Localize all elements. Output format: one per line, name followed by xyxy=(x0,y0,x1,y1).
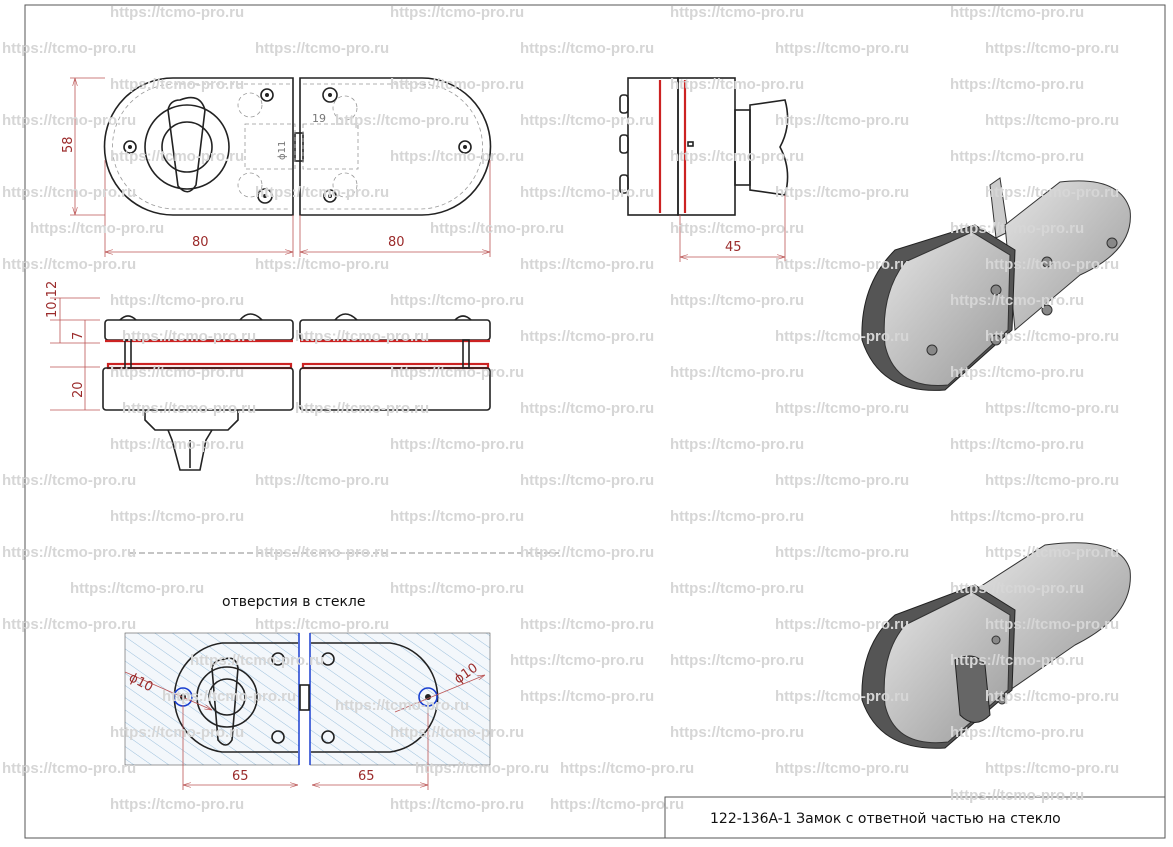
dim-body: 20 xyxy=(71,381,86,398)
dim-bolt-dia: ϕ11 xyxy=(277,141,288,160)
dim-right-offset: 65 xyxy=(358,769,375,784)
watermark-text: https://tcmo-pro.ru xyxy=(2,472,136,489)
watermark-text: https://tcmo-pro.ru xyxy=(775,400,909,417)
watermark-text: https://tcmo-pro.ru xyxy=(2,40,136,57)
watermark-text: https://tcmo-pro.ru xyxy=(670,580,804,597)
watermark-text: https://tcmo-pro.ru xyxy=(295,328,429,345)
watermark-text: https://tcmo-pro.ru xyxy=(390,364,524,381)
front-view: 10.12 7 20 xyxy=(45,281,491,471)
title-block: 122-136A-1 Замок с ответной частью на ст… xyxy=(664,796,1166,839)
watermark-text: https://tcmo-pro.ru xyxy=(110,796,244,813)
watermark-text: https://tcmo-pro.ru xyxy=(520,616,654,633)
watermark-text: https://tcmo-pro.ru xyxy=(775,112,909,129)
watermark-text: https://tcmo-pro.ru xyxy=(520,544,654,561)
dim-height: 58 xyxy=(61,136,76,153)
watermark-text: https://tcmo-pro.ru xyxy=(520,688,654,705)
watermark-text: https://tcmo-pro.ru xyxy=(560,760,694,777)
watermark-text: https://tcmo-pro.ru xyxy=(255,472,389,489)
watermark-text: https://tcmo-pro.ru xyxy=(390,436,524,453)
watermark-text: https://tcmo-pro.ru xyxy=(950,436,1084,453)
dim-right-width: 80 xyxy=(388,235,405,250)
watermark-text: https://tcmo-pro.ru xyxy=(775,544,909,561)
watermark-text: https://tcmo-pro.ru xyxy=(520,256,654,273)
watermark-text: https://tcmo-pro.ru xyxy=(950,508,1084,525)
watermark-text: https://tcmo-pro.ru xyxy=(255,544,389,561)
watermark-text: https://tcmo-pro.ru xyxy=(775,184,909,201)
watermark-text: https://tcmo-pro.ru xyxy=(510,652,644,669)
render-3d-back xyxy=(861,177,1131,391)
watermark-text: https://tcmo-pro.ru xyxy=(30,220,164,237)
watermark-text: https://tcmo-pro.ru xyxy=(122,328,256,345)
watermark-text: https://tcmo-pro.ru xyxy=(520,328,654,345)
watermark-text: https://tcmo-pro.ru xyxy=(950,4,1084,21)
watermark-text: https://tcmo-pro.ru xyxy=(110,436,244,453)
watermark-text: https://tcmo-pro.ru xyxy=(2,616,136,633)
watermark-text: https://tcmo-pro.ru xyxy=(670,508,804,525)
watermark-text: https://tcmo-pro.ru xyxy=(2,544,136,561)
watermark-text: https://tcmo-pro.ru xyxy=(950,787,1084,804)
watermark-text: https://tcmo-pro.ru xyxy=(520,472,654,489)
watermark-text: https://tcmo-pro.ru xyxy=(110,508,244,525)
watermark-text: https://tcmo-pro.ru xyxy=(985,400,1119,417)
screw-icon xyxy=(123,87,472,204)
watermark-text: https://tcmo-pro.ru xyxy=(2,256,136,273)
watermark-text: https://tcmo-pro.ru xyxy=(255,616,389,633)
watermark-text: https://tcmo-pro.ru xyxy=(985,760,1119,777)
watermark-text: https://tcmo-pro.ru xyxy=(985,40,1119,57)
watermark-text: https://tcmo-pro.ru xyxy=(520,400,654,417)
render-3d-front xyxy=(861,542,1131,749)
watermark-text: https://tcmo-pro.ru xyxy=(670,364,804,381)
watermark-text: https://tcmo-pro.ru xyxy=(110,364,244,381)
watermark-text: https://tcmo-pro.ru xyxy=(985,112,1119,129)
side-view: 45 xyxy=(619,77,789,262)
watermark-text: https://tcmo-pro.ru xyxy=(670,436,804,453)
watermark-text: https://tcmo-pro.ru xyxy=(775,760,909,777)
sheet-frame xyxy=(24,4,1166,839)
dim-glass: 7 xyxy=(71,332,86,340)
watermark-text: https://tcmo-pro.ru xyxy=(335,112,469,129)
watermark-text: https://tcmo-pro.ru xyxy=(390,508,524,525)
watermark-text: https://tcmo-pro.ru xyxy=(295,400,429,417)
watermark-text: https://tcmo-pro.ru xyxy=(390,580,524,597)
top-view: 58 80 80 ϕ11 19 xyxy=(61,77,492,257)
watermark-text: https://tcmo-pro.ru xyxy=(670,4,804,21)
watermark-text: https://tcmo-pro.ru xyxy=(950,76,1084,93)
watermark-text: https://tcmo-pro.ru xyxy=(520,184,654,201)
dim-top: 10.12 xyxy=(45,281,60,318)
glass-label: отверстия в стекле xyxy=(222,594,365,610)
watermark-text: https://tcmo-pro.ru xyxy=(390,148,524,165)
watermark-text: https://tcmo-pro.ru xyxy=(390,4,524,21)
watermark-text: https://tcmo-pro.ru xyxy=(985,472,1119,489)
watermark-text: https://tcmo-pro.ru xyxy=(520,40,654,57)
watermark-text: https://tcmo-pro.ru xyxy=(550,796,684,813)
watermark-text: https://tcmo-pro.ru xyxy=(775,472,909,489)
watermark-text: https://tcmo-pro.ru xyxy=(670,220,804,237)
watermark-text: https://tcmo-pro.ru xyxy=(2,760,136,777)
watermark-text: https://tcmo-pro.ru xyxy=(390,796,524,813)
dim-bolt-len: 19 xyxy=(312,112,326,125)
watermark-text: https://tcmo-pro.ru xyxy=(255,184,389,201)
watermark-text: https://tcmo-pro.ru xyxy=(670,292,804,309)
watermark-text: https://tcmo-pro.ru xyxy=(2,184,136,201)
watermark-text: https://tcmo-pro.ru xyxy=(670,724,804,741)
watermark-text: https://tcmo-pro.ru xyxy=(255,40,389,57)
watermark-text: https://tcmo-pro.ru xyxy=(122,400,256,417)
watermark-text: https://tcmo-pro.ru xyxy=(390,292,524,309)
watermark-text: https://tcmo-pro.ru xyxy=(110,4,244,21)
dim-left-width: 80 xyxy=(192,235,209,250)
watermark-text: https://tcmo-pro.ru xyxy=(520,112,654,129)
watermark-text: https://tcmo-pro.ru xyxy=(255,256,389,273)
watermark-text: https://tcmo-pro.ru xyxy=(110,148,244,165)
dim-depth: 45 xyxy=(725,240,742,255)
watermark-text: https://tcmo-pro.ru xyxy=(70,580,204,597)
watermark-text: https://tcmo-pro.ru xyxy=(110,292,244,309)
drawing-title: 122-136A-1 Замок с ответной частью на ст… xyxy=(710,811,1061,827)
watermark-text: https://tcmo-pro.ru xyxy=(950,148,1084,165)
watermark-text: https://tcmo-pro.ru xyxy=(670,652,804,669)
watermark-text: https://tcmo-pro.ru xyxy=(775,40,909,57)
glass-holes-view: отверстия в стекле ϕ10 ϕ10 65 65 xyxy=(124,594,491,790)
watermark-text: https://tcmo-pro.ru xyxy=(430,220,564,237)
dim-left-offset: 65 xyxy=(232,769,249,784)
